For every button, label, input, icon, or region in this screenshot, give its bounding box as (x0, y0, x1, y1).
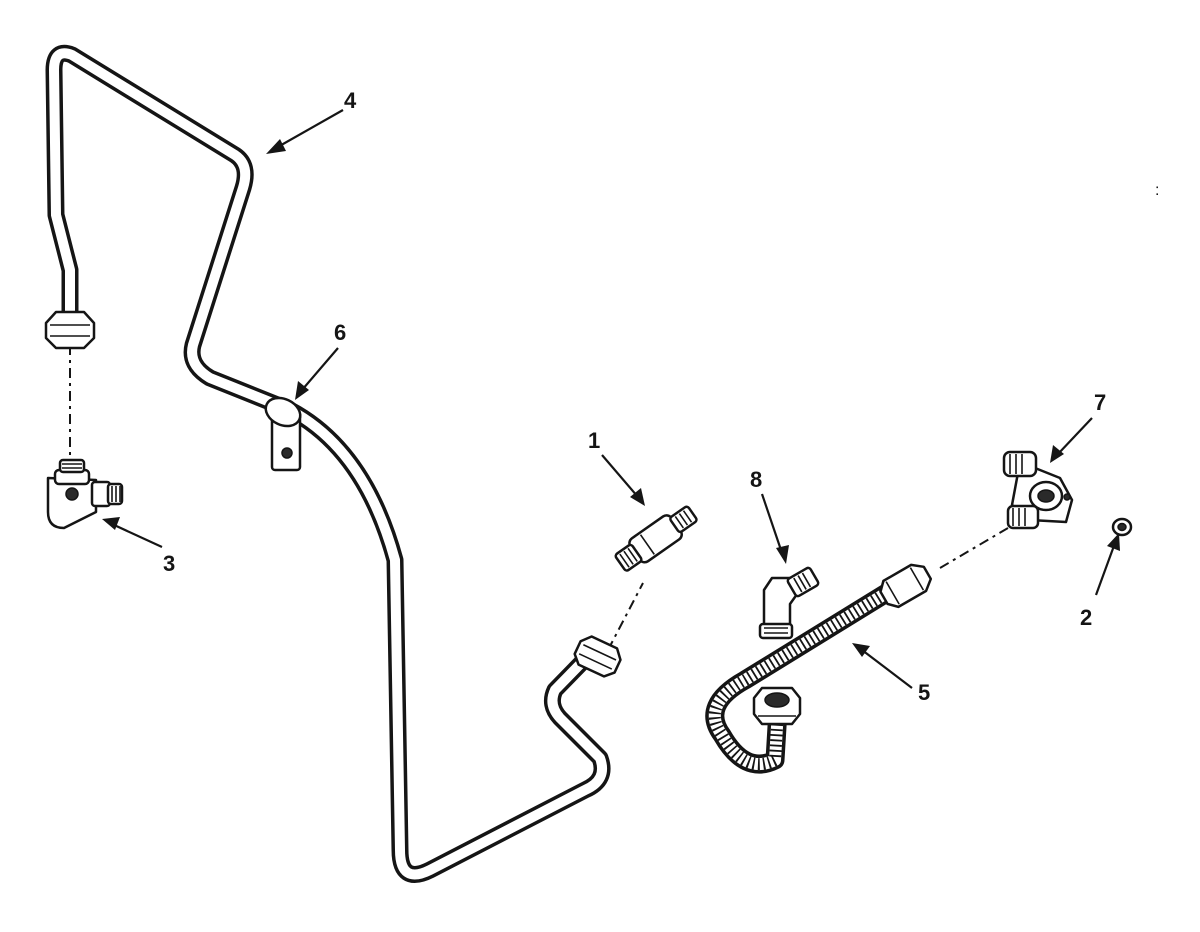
hose-nut-lower (752, 686, 802, 726)
leader-6-arrowhead (295, 381, 309, 400)
flexible-hose-part-5 (705, 563, 933, 774)
leader-7-arrowhead (1050, 445, 1064, 463)
stray-mark: : (1155, 182, 1159, 199)
assembly-line-nut-to-fitting-1 (607, 582, 644, 651)
leader-1 (601, 454, 639, 498)
leader-6 (301, 347, 339, 391)
callout-4: 4 (344, 88, 357, 113)
callout-6: 6 (334, 320, 346, 345)
leader-5 (861, 649, 913, 689)
assembly-lines (69, 345, 1009, 651)
leader-1-arrowhead (630, 488, 645, 506)
gas-tube-part-4 (45, 44, 611, 883)
leader-7 (1057, 417, 1093, 455)
plug-part-2 (1111, 517, 1133, 537)
flare-nut-lower (573, 635, 622, 678)
callout-5: 5 (918, 680, 930, 705)
leader-5-arrowhead (852, 643, 870, 657)
callout-7: 7 (1094, 390, 1106, 415)
callout-labels: 4 6 3 1 8 7 2 5 : (163, 88, 1159, 705)
leader-4 (275, 109, 344, 149)
leader-2 (1094, 542, 1117, 596)
elbow-part-8 (758, 566, 820, 640)
leader-8 (760, 493, 784, 554)
callout-3: 3 (163, 551, 175, 576)
leader-3 (111, 523, 163, 548)
tube-clamp-part-6 (264, 396, 302, 472)
connector-fitting-part-1 (614, 505, 698, 572)
leader-3-arrowhead (102, 517, 120, 530)
hose-nut-upper (879, 563, 933, 609)
callout-8: 8 (750, 467, 762, 492)
leaders (102, 109, 1120, 689)
leader-4-arrowhead (266, 139, 286, 154)
flare-nut-left (44, 310, 96, 350)
leader-2-arrowhead (1107, 533, 1120, 551)
callout-1: 1 (588, 428, 600, 453)
assembly-line-hose-to-valve-7 (939, 527, 1009, 569)
leader-8-arrowhead (776, 545, 789, 564)
callout-2: 2 (1080, 605, 1092, 630)
valve-fitting-part-7 (1002, 450, 1074, 530)
elbow-fitting-part-3 (46, 458, 124, 530)
